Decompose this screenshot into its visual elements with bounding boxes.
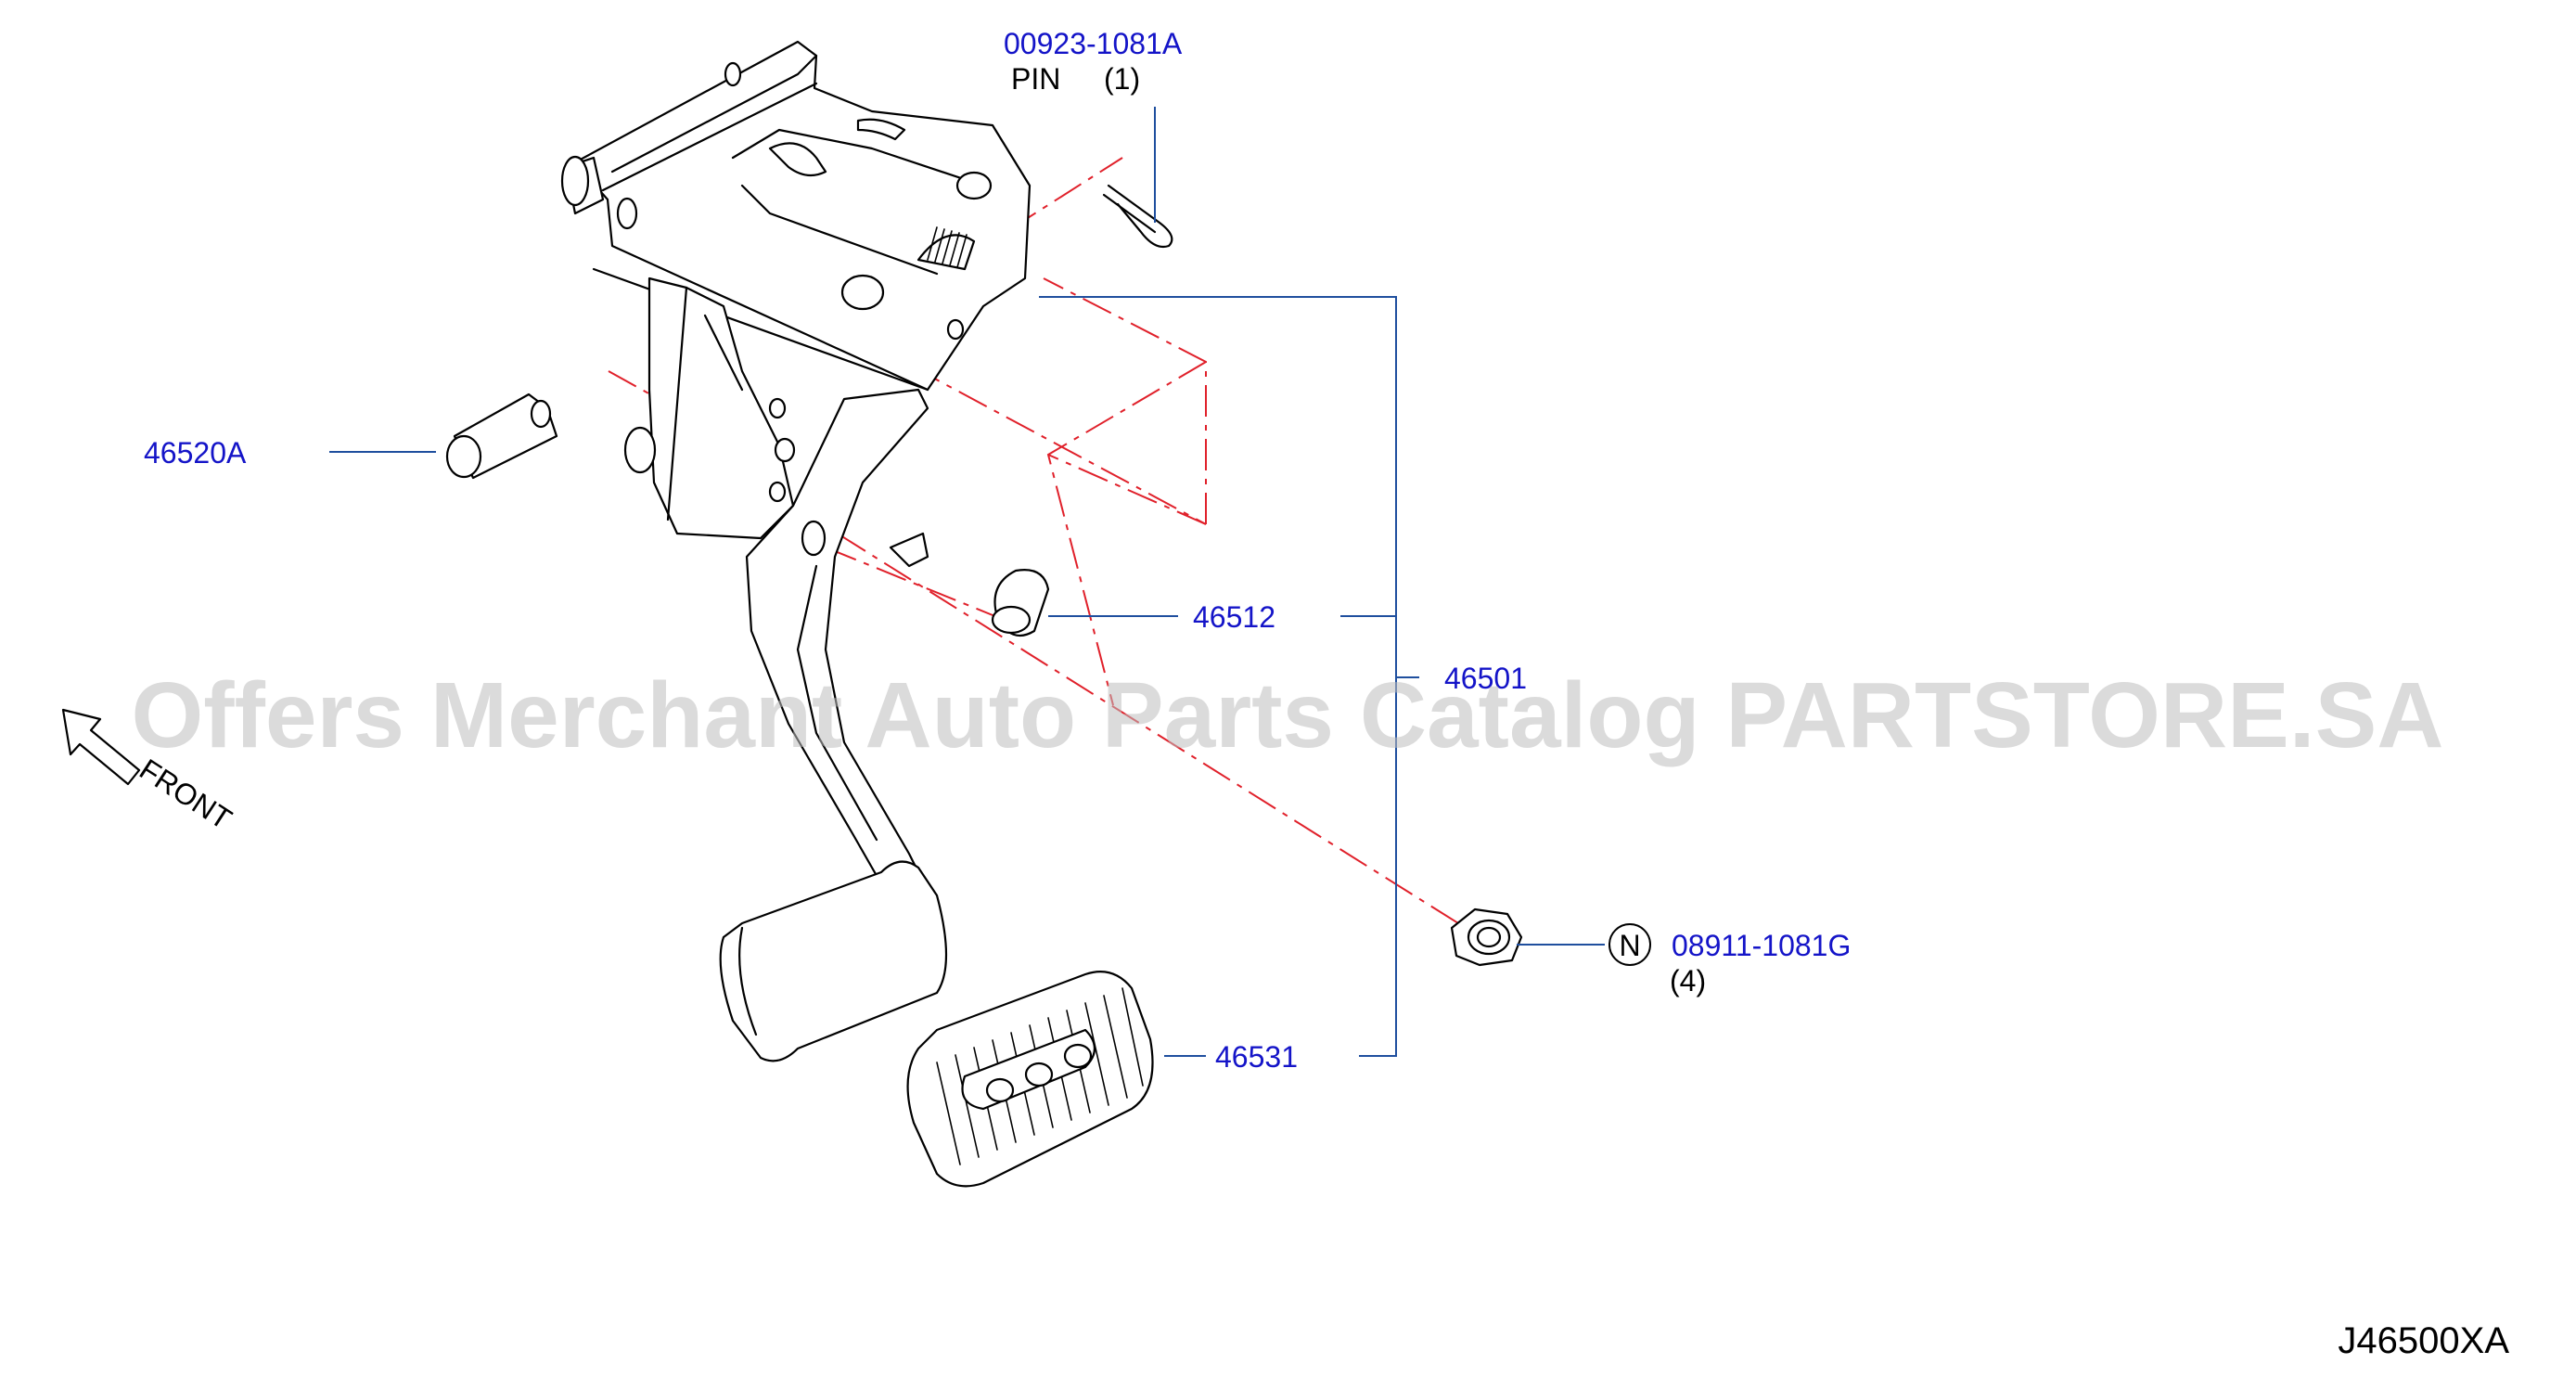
front-arrow-icon xyxy=(61,708,141,786)
nut-symbol-label: N xyxy=(1619,929,1640,962)
assembly-part-number[interactable]: 46501 xyxy=(1444,662,1527,695)
nut-icon xyxy=(1450,907,1523,967)
pedal-pad xyxy=(906,971,1154,1188)
watermark: Offers Merchant Auto Parts Catalog PARTS… xyxy=(132,663,2444,767)
pin-qty: (1) xyxy=(1104,62,1140,96)
stopper-icon xyxy=(991,569,1050,637)
clevis-pin-part-number[interactable]: 46520A xyxy=(144,436,247,470)
nut-qty: (4) xyxy=(1670,964,1706,997)
pad-part-number[interactable]: 46531 xyxy=(1215,1040,1298,1074)
return-spring xyxy=(916,226,976,271)
clevis-pin-icon xyxy=(445,393,558,480)
stopper-part-number[interactable]: 46512 xyxy=(1193,600,1275,634)
nut-symbol-circle: N xyxy=(1608,923,1651,966)
pedal-bracket-assembly xyxy=(560,40,1032,1062)
pin-icon xyxy=(1102,184,1173,249)
pin-part-number[interactable]: 00923-1081A xyxy=(1004,27,1183,60)
diagram-code: J46500XA xyxy=(2338,1320,2509,1361)
pin-name: PIN xyxy=(1011,62,1060,96)
nut-part-number[interactable]: 08911-1081G xyxy=(1672,929,1851,962)
leader-lines xyxy=(329,107,1605,1057)
